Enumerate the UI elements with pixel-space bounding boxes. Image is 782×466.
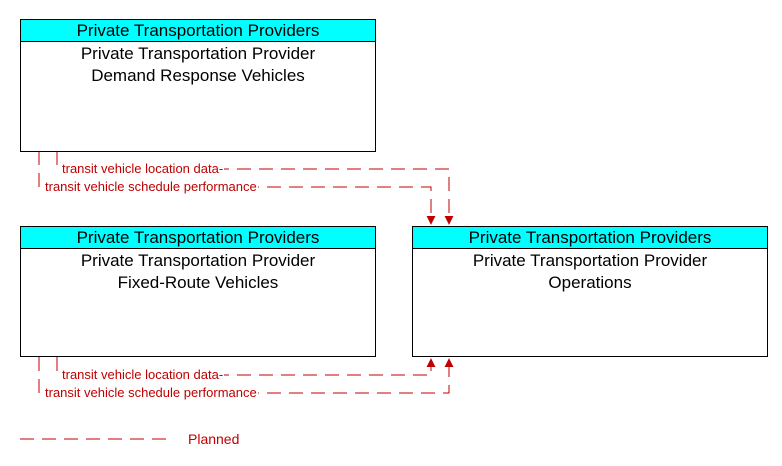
box-demand-response-vehicles[interactable]: Private Transportation Providers Private… <box>20 19 376 152</box>
box-name-line: Operations <box>548 273 632 292</box>
box-name: Private Transportation Provider Operatio… <box>413 249 767 294</box>
box-name: Private Transportation Provider Demand R… <box>21 42 375 87</box>
box-name-line: Fixed-Route Vehicles <box>117 273 279 292</box>
flow-line-fr-schedule[interactable] <box>38 357 454 394</box>
box-name-line: Private Transportation Provider <box>80 251 316 270</box>
box-header: Private Transportation Providers <box>413 227 767 249</box>
flow-line-fr-location[interactable] <box>56 357 436 376</box>
box-header: Private Transportation Providers <box>21 20 375 42</box>
flow-label-fr-location[interactable]: transit vehicle location data- <box>61 367 225 382</box>
flow-label-dr-location[interactable]: transit vehicle location data- <box>61 161 225 176</box>
flow-line-dr-location[interactable] <box>56 151 454 225</box>
box-name-line: Private Transportation Provider <box>80 44 316 63</box>
box-name-line: Private Transportation Provider <box>472 251 708 270</box>
box-fixed-route-vehicles[interactable]: Private Transportation Providers Private… <box>20 226 376 357</box>
flow-label-fr-schedule[interactable]: transit vehicle schedule performance <box>44 385 258 400</box>
legend-planned-label: Planned <box>188 431 240 447</box>
box-operations[interactable]: Private Transportation Providers Private… <box>412 226 768 357</box>
box-name: Private Transportation Provider Fixed-Ro… <box>21 249 375 294</box>
flow-label-dr-schedule[interactable]: transit vehicle schedule performance <box>44 179 258 194</box>
box-header: Private Transportation Providers <box>21 227 375 249</box>
box-name-line: Demand Response Vehicles <box>91 66 305 85</box>
